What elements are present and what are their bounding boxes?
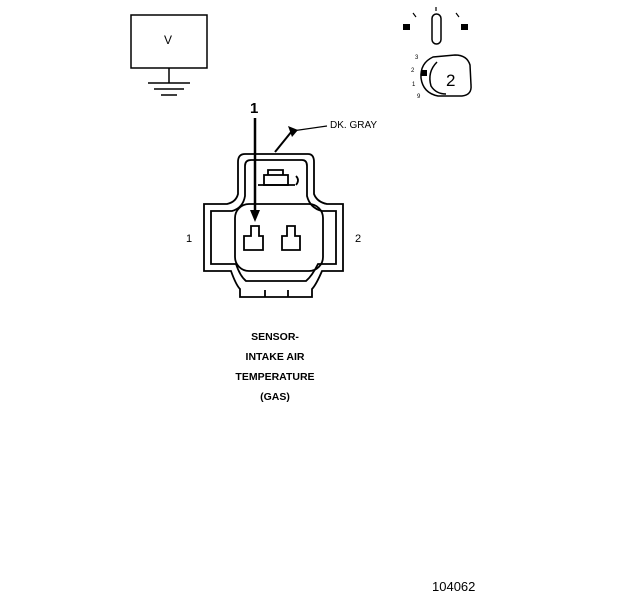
figure-id: 104062 [432, 579, 476, 594]
component-title-line: TEMPERATURE [235, 371, 315, 383]
callout-number: 1 [250, 100, 259, 117]
selector-scale-label: 1 [412, 82, 416, 88]
callout-arrow [250, 118, 260, 222]
wire-leader-arrow [274, 125, 328, 153]
connector-body [203, 153, 344, 298]
ground-icon [148, 68, 190, 96]
selector-knob-label: 2 [446, 71, 456, 90]
wire-color-label: DK. GRAY [330, 120, 378, 131]
rotary-dial-icon [420, 54, 472, 97]
selector-switch-icon [403, 7, 468, 45]
pin-label-right: 2 [355, 233, 362, 245]
selector-scale-label: 3 [415, 55, 419, 61]
component-title-line: SENSOR- [251, 331, 299, 343]
component-title-line: INTAKE AIR [245, 351, 305, 363]
selector-scale-label: 9 [417, 94, 421, 100]
component-title-line: (GAS) [260, 391, 290, 403]
selector-scale-label: 2 [411, 68, 415, 74]
voltmeter-label: V [164, 33, 173, 47]
pin-label-left: 1 [186, 233, 193, 245]
component-title: SENSOR- INTAKE AIR TEMPERATURE (GAS) [205, 327, 345, 407]
